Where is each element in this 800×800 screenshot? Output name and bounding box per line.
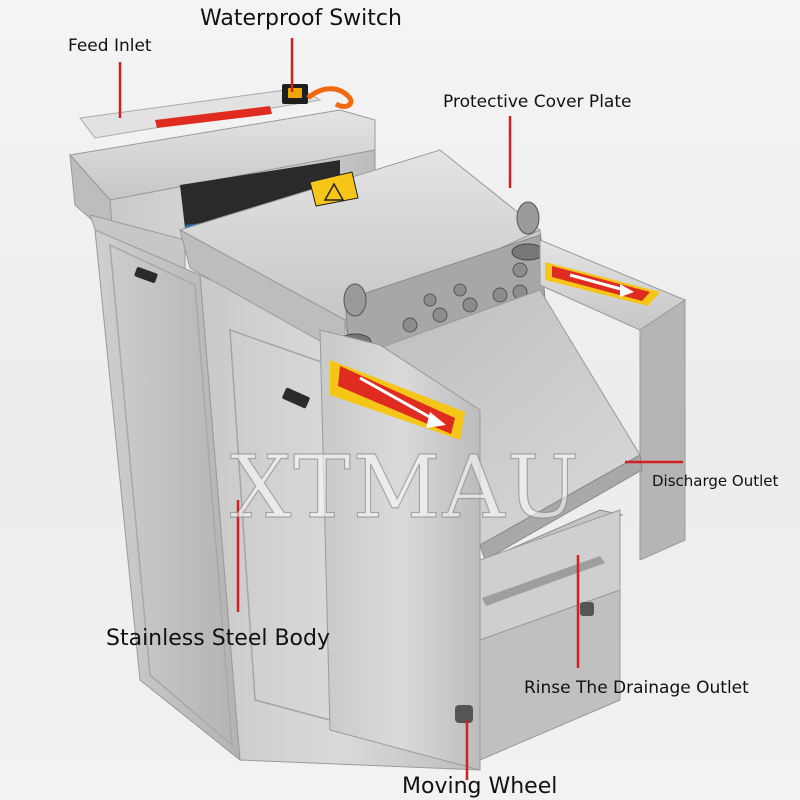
front-pillar bbox=[319, 329, 481, 771]
right-side-wall bbox=[539, 239, 687, 561]
moving-wheels bbox=[455, 602, 594, 723]
wheel-icon bbox=[580, 602, 594, 616]
label-rinse-drainage-outlet: Rinse The Drainage Outlet bbox=[524, 678, 749, 698]
label-discharge-outlet: Discharge Outlet bbox=[652, 472, 779, 490]
warning-triangle-sticker bbox=[309, 171, 359, 207]
label-protective-cover-plate: Protective Cover Plate bbox=[443, 92, 632, 112]
label-feed-inlet: Feed Inlet bbox=[68, 36, 152, 56]
label-moving-wheel: Moving Wheel bbox=[402, 774, 558, 799]
feed-tray bbox=[79, 87, 322, 139]
wheel-icon bbox=[455, 705, 473, 723]
label-stainless-steel-body: Stainless Steel Body bbox=[106, 626, 330, 651]
callout-pointers bbox=[118, 38, 683, 780]
drainage-tray bbox=[479, 509, 621, 761]
power-cable bbox=[306, 86, 354, 109]
label-waterproof-switch: Waterproof Switch bbox=[200, 6, 402, 31]
